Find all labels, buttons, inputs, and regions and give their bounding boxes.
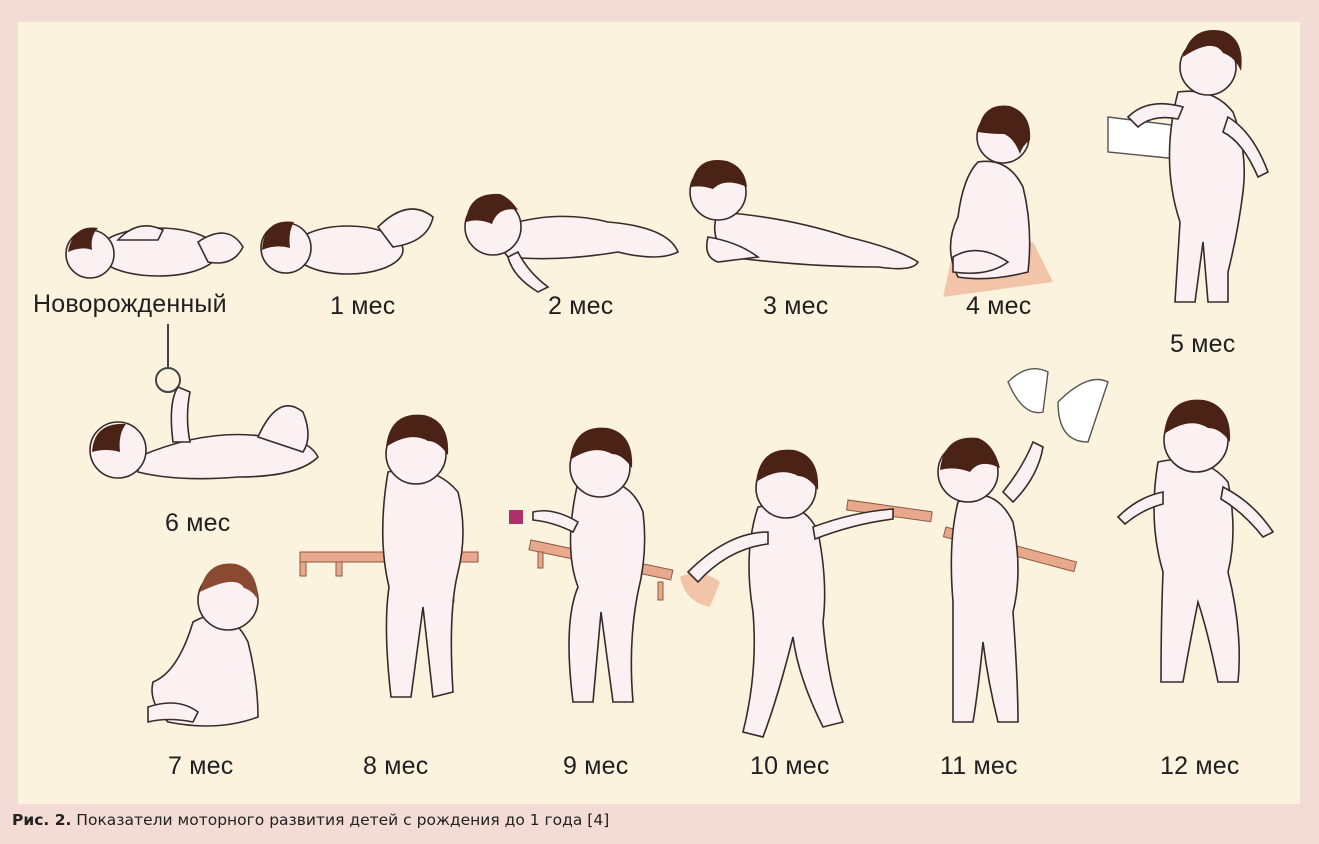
label-2-month: 2 мес [548, 292, 613, 321]
label-5-month: 5 мес [1170, 330, 1235, 359]
motor-development-illustration [18, 22, 1300, 804]
label-8-month: 8 мес [363, 752, 428, 781]
figure-1-month [261, 209, 433, 274]
figure-9-month [509, 428, 673, 702]
label-12-month: 12 мес [1160, 752, 1240, 781]
figure-10-month [680, 450, 932, 737]
figure-6-month [90, 324, 318, 479]
label-6-month: 6 мес [165, 509, 230, 538]
figure-3-month [690, 160, 918, 269]
figure-4-month [943, 106, 1053, 297]
illustration-panel: Новорожденный 1 мес 2 мес 3 мес 4 мес 5 … [18, 22, 1300, 804]
label-3-month: 3 мес [763, 292, 828, 321]
figure-11-month [938, 369, 1108, 722]
figure-12-month [1118, 400, 1273, 682]
figure-2-month [465, 194, 678, 292]
figure-caption: Рис. 2. Показатели моторного развития де… [12, 811, 609, 829]
figure-number: Рис. 2. [12, 811, 71, 829]
figure-newborn [66, 226, 243, 278]
label-10-month: 10 мес [750, 752, 830, 781]
label-1-month: 1 мес [330, 292, 395, 321]
label-4-month: 4 мес [966, 292, 1031, 321]
caption-text: Показатели моторного развития детей с ро… [71, 811, 609, 829]
label-7-month: 7 мес [168, 752, 233, 781]
figure-7-month [148, 564, 258, 726]
label-11-month: 11 мес [940, 752, 1018, 781]
label-newborn: Новорожденный [33, 290, 227, 319]
figure-8-month [300, 415, 478, 697]
label-9-month: 9 мес [563, 752, 628, 781]
figure-5-month [1108, 30, 1268, 302]
